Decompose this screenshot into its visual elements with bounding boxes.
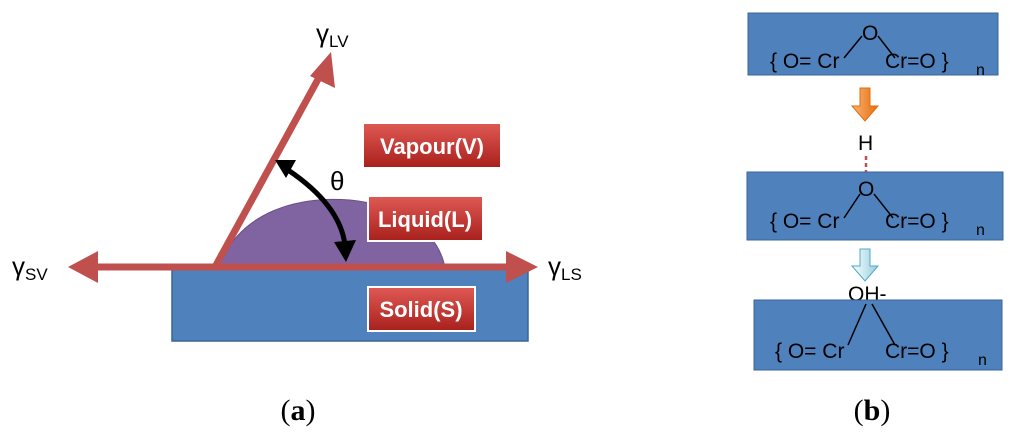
box3-subscript: n: [978, 352, 987, 369]
box3-left-group: { O= Cr: [775, 340, 844, 363]
gamma-sv-label: γSV: [12, 251, 48, 284]
solid-label: Solid(S): [379, 297, 462, 322]
vapour-label: Vapour(V): [380, 134, 484, 159]
box2-right-group: Cr=O }: [885, 210, 949, 233]
liquid-label: Liquid(L): [378, 207, 472, 232]
box1-right-group: Cr=O }: [885, 50, 949, 73]
box1-left-group: { O= Cr: [770, 50, 839, 73]
lv-arrow-line: [211, 70, 326, 269]
arc-arrowhead-top: [275, 160, 296, 178]
gamma-ls-label: γLS: [548, 251, 582, 284]
box2-bond-right: [873, 193, 894, 219]
box3-bond-right: [871, 303, 896, 346]
box2-bond-left: [843, 193, 861, 219]
box3-bond-left: [847, 303, 867, 346]
arrowhead-sv: [68, 251, 98, 283]
box1-bond-right: [877, 35, 896, 59]
hydrogen-label: H: [858, 132, 873, 155]
caption-b: (b): [854, 394, 891, 427]
contact-angle-arc: [286, 167, 348, 246]
polymer-box-1: [747, 12, 999, 76]
light-blue-down-arrow: [850, 248, 880, 282]
panel-b: O { O= Cr Cr=O } n H O { O= Cr Cr=O } n …: [746, 12, 1004, 427]
panel-a: θ γLV γSV γLS Vapour(V) Liquid(L) Solid(…: [12, 18, 582, 427]
liquid-label-box: [367, 195, 484, 242]
polymer-box-3: [753, 299, 1003, 371]
theta-symbol: θ: [330, 166, 344, 196]
arc-arrowhead-bottom: [334, 240, 356, 262]
orange-down-arrow: [850, 87, 880, 122]
arrowhead-ls: [506, 251, 538, 283]
box3-right-group: Cr=O }: [885, 340, 949, 363]
polymer-box-2: [746, 171, 1004, 241]
box1-bond-left: [843, 35, 863, 59]
box1-subscript: n: [976, 62, 985, 79]
arrowhead-lv: [310, 52, 335, 88]
box1-oxygen: O: [862, 22, 878, 45]
caption-a: (a): [281, 394, 316, 427]
solid-label-box: [367, 286, 476, 332]
box2-oxygen: O: [858, 178, 874, 201]
box2-subscript: n: [976, 222, 985, 239]
gamma-lv-label: γLV: [316, 18, 349, 51]
vapour-label-box: [362, 122, 502, 169]
box2-left-group: { O= Cr: [770, 210, 839, 233]
